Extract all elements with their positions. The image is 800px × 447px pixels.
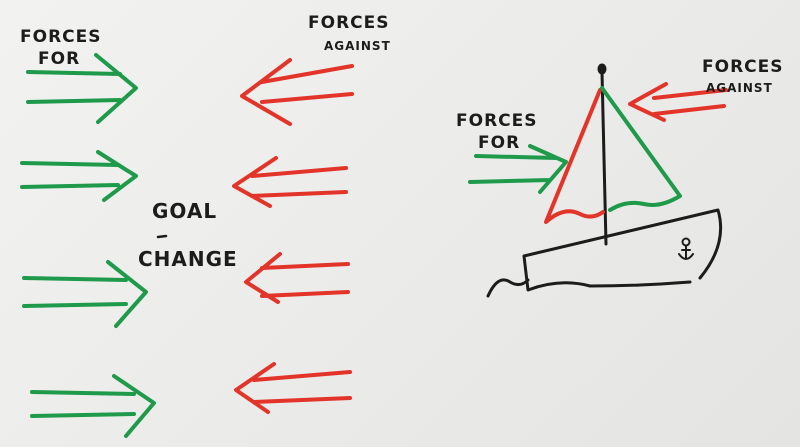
goal-label: GOAL <box>152 199 217 223</box>
boat-waves <box>486 278 530 298</box>
against-arrow <box>234 362 352 414</box>
goal-dash <box>156 234 168 239</box>
against-arrow <box>232 156 348 208</box>
boat-forces-for-label-line2: FOR <box>478 133 520 153</box>
for-arrow <box>22 260 148 328</box>
for-arrow <box>26 53 138 124</box>
for-arrow <box>20 150 138 202</box>
for-arrow <box>30 374 156 438</box>
boat-forces-against-label-line1: FORCES <box>702 57 784 77</box>
boat-for-arrow <box>468 144 568 194</box>
forces-against-label-line1: FORCES <box>308 13 390 33</box>
boat-sail-red <box>544 88 605 224</box>
against-arrow <box>244 252 350 304</box>
forces-for-label-line1: FORCES <box>20 27 102 47</box>
boat-against-arrow <box>628 82 728 122</box>
change-label: CHANGE <box>138 247 238 271</box>
boat-forces-against-label-line2: AGAINST <box>706 81 773 95</box>
boat-mast <box>597 63 608 246</box>
anchor-icon <box>678 237 694 260</box>
boat-hull <box>522 208 723 292</box>
boat-forces-for-label-line1: FORCES <box>456 111 538 131</box>
boat-sail-green <box>600 86 682 212</box>
forces-for-label-line2: FOR <box>38 49 80 69</box>
forces-against-label-line2: AGAINST <box>324 39 391 53</box>
against-arrow <box>240 58 354 126</box>
